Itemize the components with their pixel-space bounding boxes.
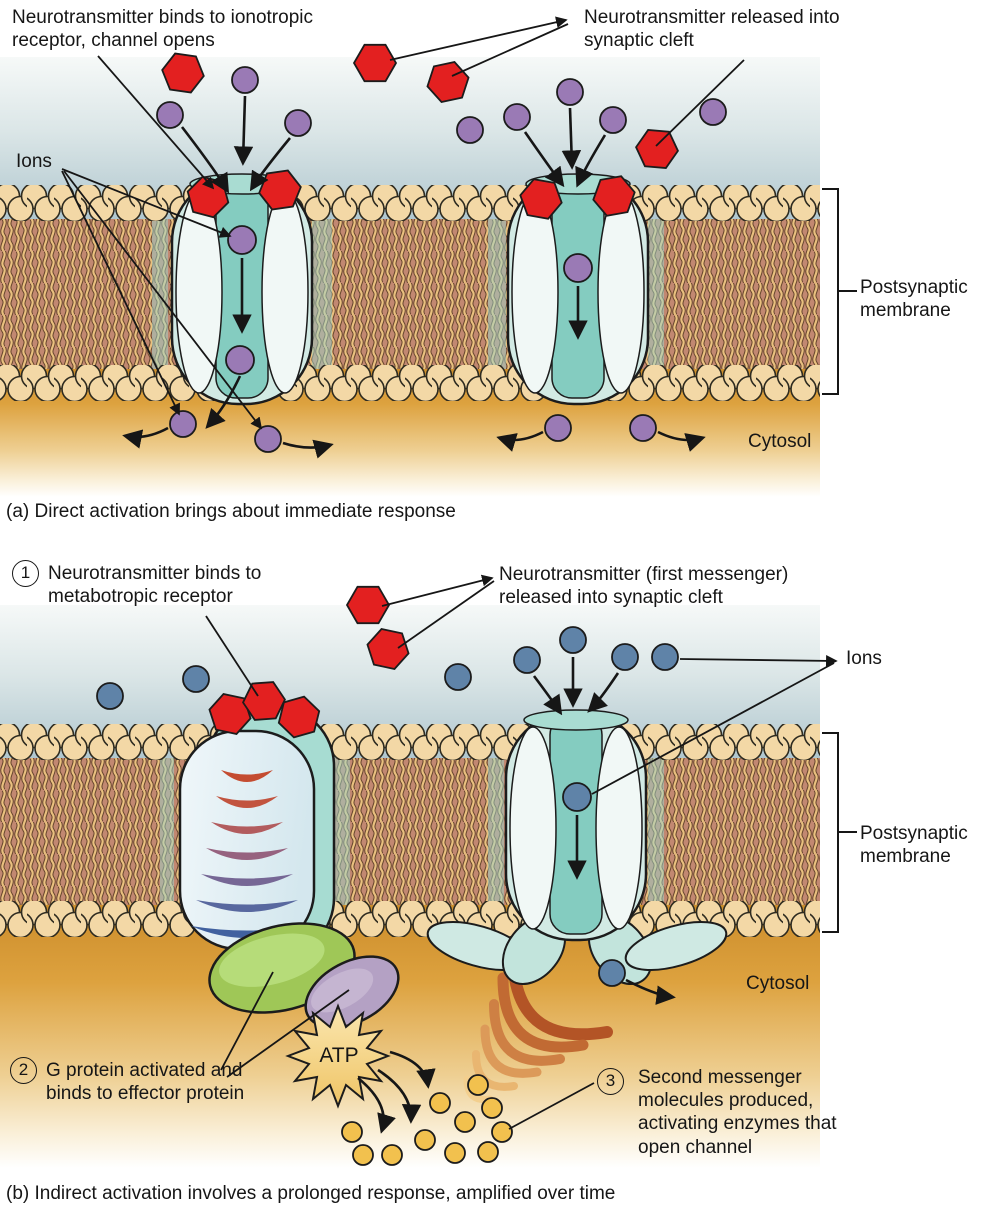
ion-flow-arrows-b (532, 656, 676, 1005)
label-ions-b: Ions (846, 648, 882, 669)
ion (544, 414, 572, 442)
second-messenger (341, 1121, 363, 1143)
atp-arrows (357, 1050, 436, 1134)
label-atp: ATP (319, 1044, 359, 1067)
ion (169, 410, 197, 438)
ion (629, 414, 657, 442)
ion (556, 78, 584, 106)
second-messenger (467, 1074, 489, 1096)
ion (156, 101, 184, 129)
label-cytosol-b: Cytosol (746, 973, 810, 994)
label-step-2: G protein activated and binds to effecto… (46, 1060, 245, 1105)
panel-a-diagram (0, 16, 857, 497)
ion (231, 66, 259, 94)
ion (227, 225, 257, 255)
channel-ions-a (169, 225, 657, 453)
step-3-badge: 3 (597, 1068, 624, 1095)
label-cytosol-a: Cytosol (748, 431, 812, 452)
membrane-bracket-b (822, 732, 857, 933)
second-messenger (491, 1121, 513, 1143)
ions-b (96, 626, 679, 987)
second-messenger (477, 1141, 499, 1163)
caption-b: (b) Indirect activation involves a prolo… (6, 1183, 616, 1204)
second-messenger (481, 1097, 503, 1119)
second-messenger-molecules (341, 1074, 513, 1166)
step-2-badge: 2 (10, 1057, 37, 1084)
ion (559, 626, 587, 654)
ion (182, 665, 210, 693)
label-released-a: Neurotransmitter released into synaptic … (584, 7, 840, 52)
ion (611, 643, 639, 671)
ion (562, 782, 592, 812)
step-1-badge: 1 (12, 560, 39, 587)
label-binds-ionotropic: Neurotransmitter binds to ionotropic rec… (12, 7, 313, 52)
ion (599, 106, 627, 134)
second-messenger (429, 1092, 451, 1114)
ion (513, 646, 541, 674)
label-released-b: Neurotransmitter (first messenger) relea… (499, 564, 789, 609)
panel-b-diagram (0, 574, 857, 1168)
ion (284, 109, 312, 137)
ion (254, 425, 282, 453)
label-postsynaptic-b: Postsynaptic membrane (860, 823, 968, 868)
ion (699, 98, 727, 126)
atp-starburst (285, 1003, 391, 1109)
label-ions-a: Ions (16, 151, 52, 172)
second-messenger (414, 1129, 436, 1151)
second-messenger (352, 1144, 374, 1166)
ion (503, 103, 531, 131)
leader-lines-a (61, 16, 745, 430)
ion (598, 959, 626, 987)
label-postsynaptic-a: Postsynaptic membrane (860, 277, 968, 322)
leader-lines-b (205, 574, 838, 1130)
g-protein (208, 922, 356, 1014)
label-step-1: Neurotransmitter binds to metabotropic r… (48, 563, 262, 608)
second-messenger (454, 1111, 476, 1133)
cleft-ions-a (156, 66, 727, 144)
ion (456, 116, 484, 144)
second-messenger (381, 1144, 403, 1166)
postsynaptic-membrane-a (0, 185, 820, 401)
effector-protein (304, 955, 400, 1029)
label-step-3: Second messenger molecules produced, act… (638, 1067, 837, 1158)
caption-a: (a) Direct activation brings about immed… (6, 501, 456, 522)
ion (651, 643, 679, 671)
ion (96, 682, 124, 710)
ion-flow-arrows-a (122, 95, 706, 459)
second-messenger (444, 1142, 466, 1164)
postsynaptic-membrane-b (0, 724, 820, 937)
membrane-bracket-a (822, 188, 857, 395)
ion (444, 663, 472, 691)
ion (563, 253, 593, 283)
ion (225, 345, 255, 375)
